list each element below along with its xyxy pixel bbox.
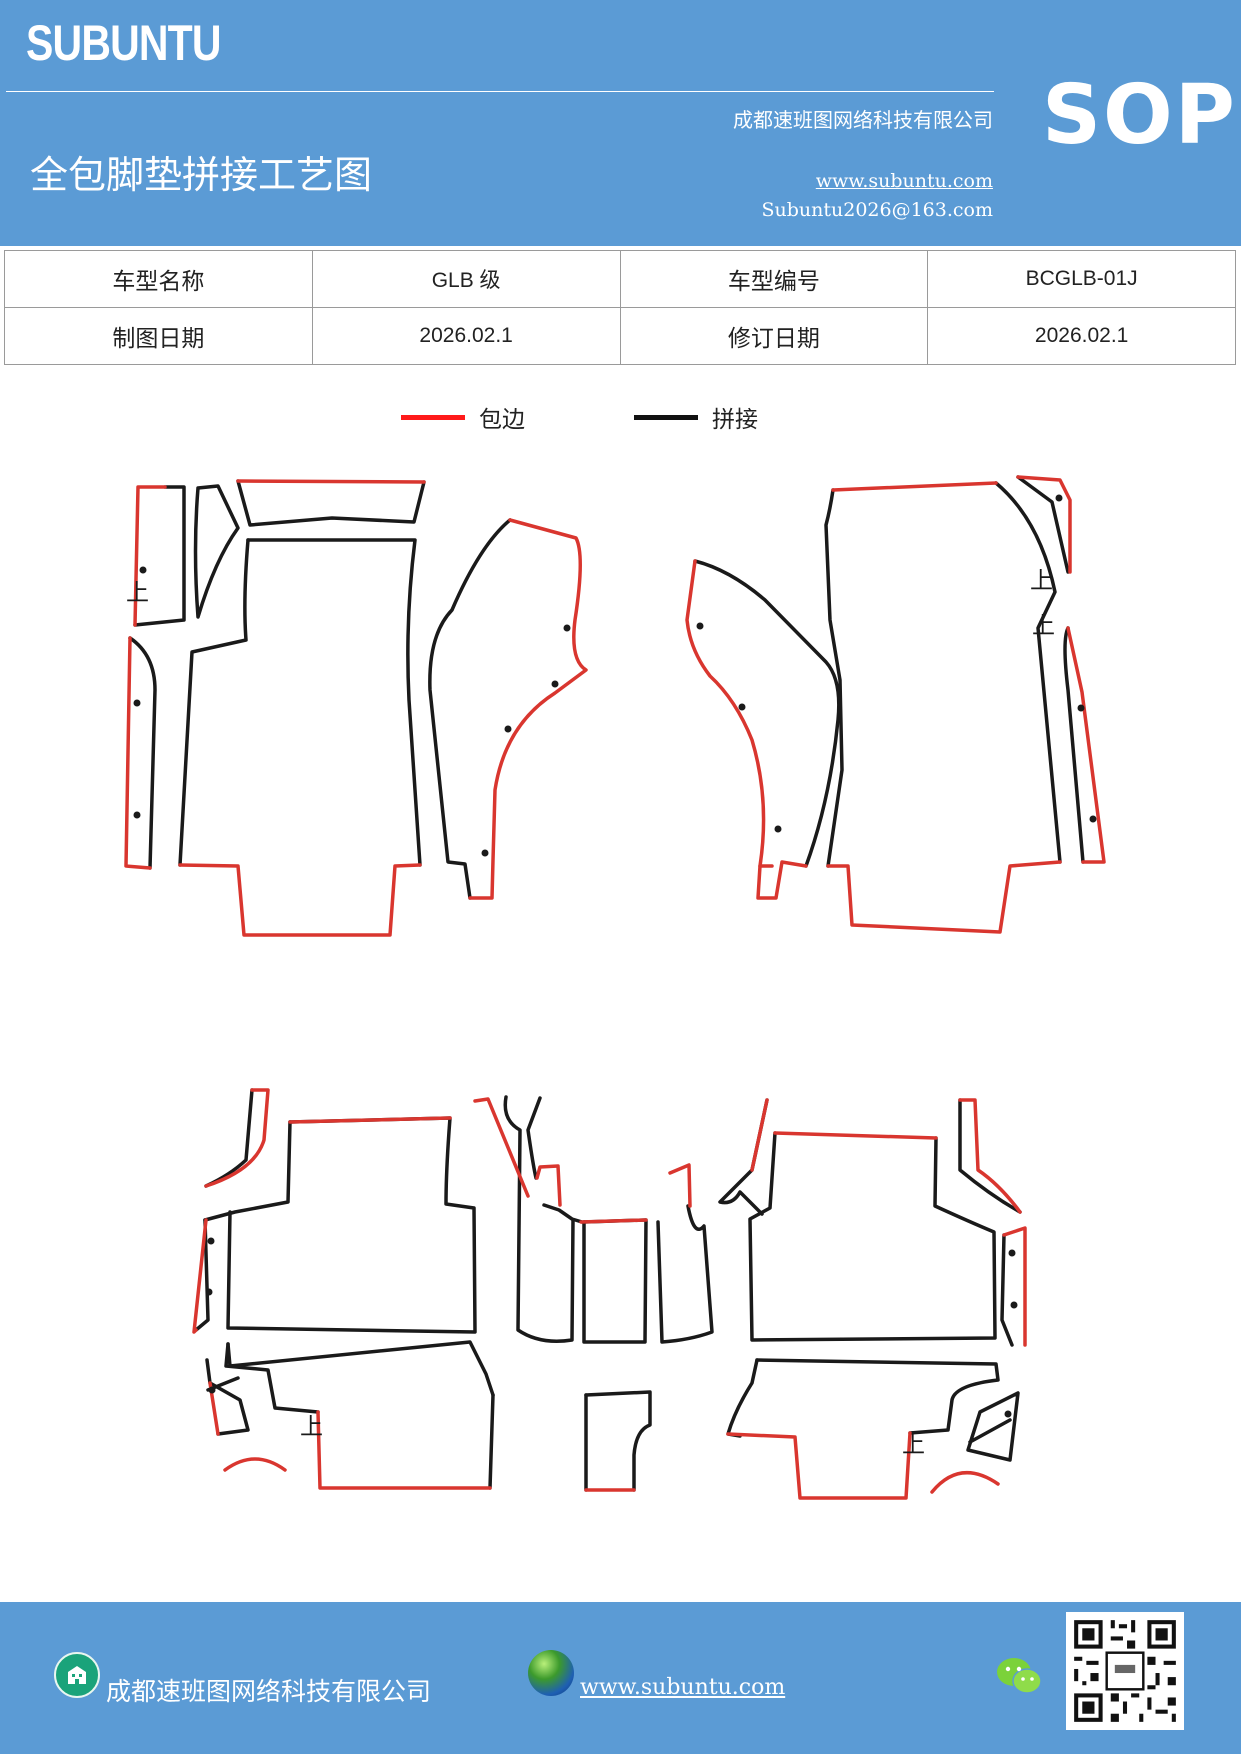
legend-item-edge: 包边 — [401, 400, 525, 434]
revise-date-value: 2026.02.1 — [927, 307, 1236, 365]
qr-code[interactable] — [1066, 1612, 1184, 1730]
header-email: Subuntu2026@163.com — [761, 199, 993, 221]
draw-date-label: 制图日期 — [4, 307, 313, 365]
model-code-label: 车型编号 — [619, 250, 929, 308]
legend-item-seam: 拼接 — [634, 400, 758, 434]
model-name-value: GLB 级 — [311, 250, 621, 308]
info-table: 车型名称 GLB 级 车型编号 BCGLB-01J 制图日期 2026.02.1… — [4, 250, 1236, 365]
up-mark: 上 — [1030, 568, 1053, 594]
header-website-link[interactable]: www.subuntu.com — [815, 170, 993, 192]
legend-label-edge: 包边 — [479, 407, 525, 433]
footer-company: 成都速班图网络科技有限公司 — [106, 1677, 432, 1706]
legend: 包边 拼接 — [0, 400, 1241, 440]
table-row: 车型名称 GLB 级 车型编号 BCGLB-01J — [4, 250, 1236, 308]
page-footer: 成都速班图网络科技有限公司 www.subuntu.com — [0, 1602, 1241, 1754]
up-direction-marks: 上 上 上 上 上 — [126, 568, 1055, 1458]
globe-icon — [528, 1650, 574, 1696]
building-icon-glyph — [68, 1666, 86, 1684]
up-mark: 上 — [300, 1414, 323, 1440]
legend-swatch-seam — [634, 414, 698, 420]
edge-binding-lines — [124, 475, 1106, 1500]
floor-mat-pattern-drawing: 上 上 上 上 上 — [124, 475, 1106, 1500]
table-row: 制图日期 2026.02.1 修订日期 2026.02.1 — [4, 307, 1236, 365]
header-company: 成都速班图网络科技有限公司 — [733, 108, 993, 132]
model-code-value: BCGLB-01J — [927, 250, 1236, 308]
header-divider — [6, 91, 994, 92]
wechat-icon[interactable] — [994, 1654, 1044, 1698]
reference-dots — [133, 494, 1097, 1418]
up-mark: 上 — [126, 580, 149, 606]
model-name-label: 车型名称 — [4, 250, 313, 308]
legend-swatch-edge — [401, 414, 465, 420]
seam-lines — [128, 475, 1085, 1492]
draw-date-value: 2026.02.1 — [311, 307, 621, 365]
page-header: SUBUNTU 成都速班图网络科技有限公司 全包脚垫拼接工艺图 www.subu… — [0, 0, 1241, 246]
brand-logo: SUBUNTU — [26, 15, 222, 71]
up-mark: 上 — [902, 1432, 925, 1458]
footer-website-link[interactable]: www.subuntu.com — [580, 1675, 786, 1700]
legend-label-seam: 拼接 — [712, 407, 758, 433]
up-mark: 上 — [1032, 613, 1055, 639]
building-icon — [54, 1652, 100, 1698]
revise-date-label: 修订日期 — [619, 307, 929, 365]
page-title: 全包脚垫拼接工艺图 — [30, 153, 373, 197]
sop-label: SOP — [1042, 68, 1237, 163]
